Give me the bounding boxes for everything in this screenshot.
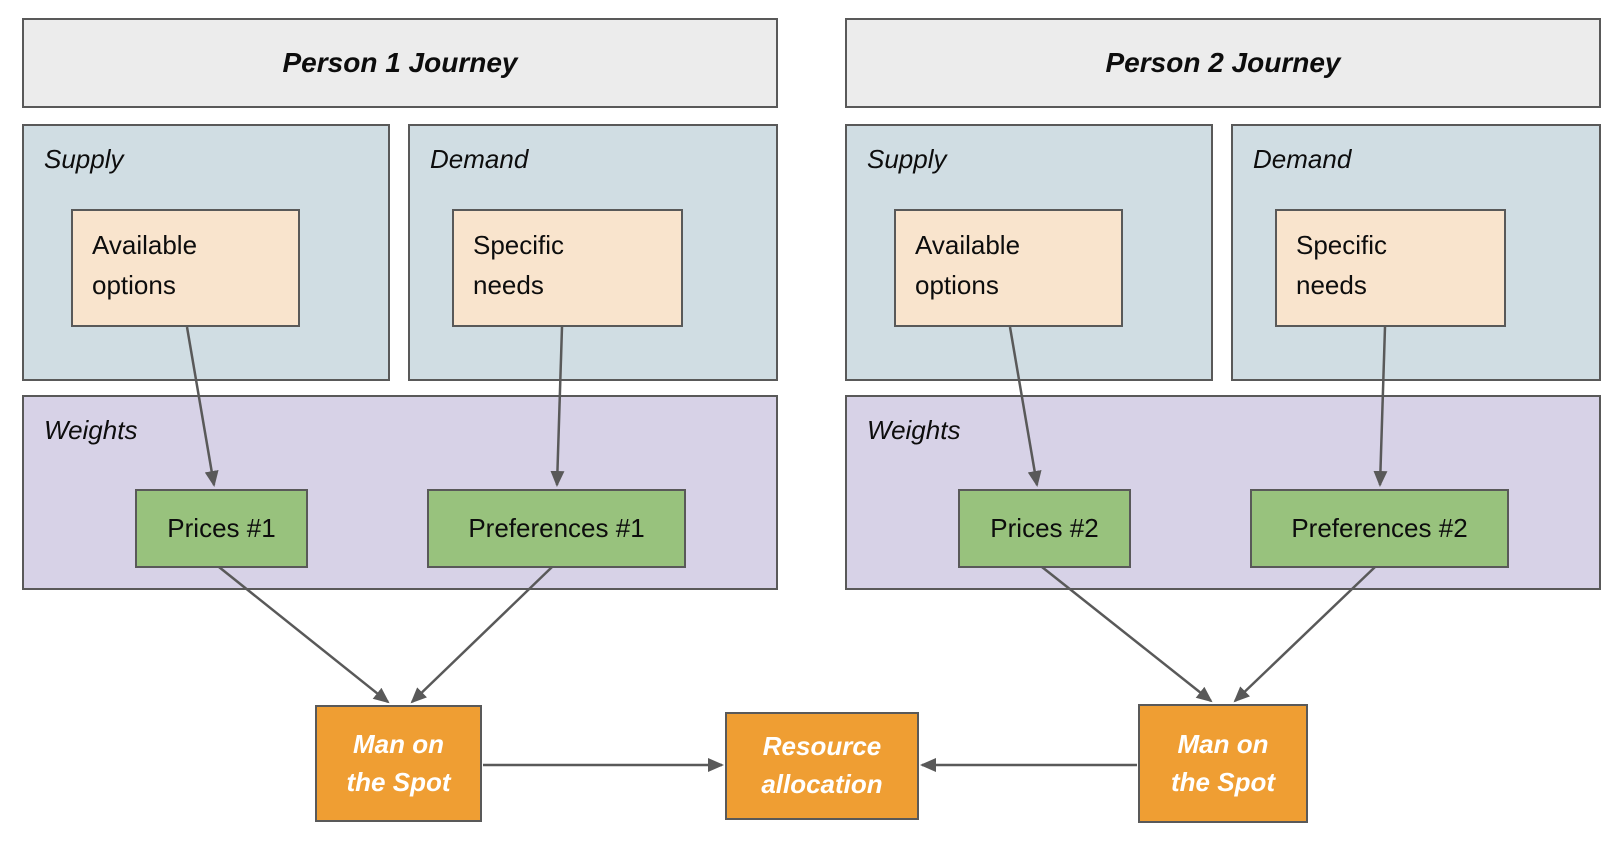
node-text-line: needs: [473, 270, 544, 301]
agent-text-line: the Spot: [346, 766, 451, 797]
preferences-node: Preferences #2: [1250, 489, 1509, 568]
resource-allocation-node: Resource allocation: [725, 712, 919, 820]
node-text-line: Available: [92, 230, 198, 260]
preferences-node: Preferences #1: [427, 489, 686, 568]
specific-needs-node: Specific needs: [1275, 209, 1506, 327]
node-text-line: Specific: [473, 230, 565, 260]
weights-label: Weights: [867, 415, 961, 445]
agent-text-line: Man on: [1177, 728, 1269, 759]
node-text-line: Specific: [1296, 230, 1388, 260]
journey-2-title: Person 2 Journey: [1105, 47, 1341, 78]
prices-node: Prices #1: [135, 489, 308, 568]
journey-1-title: Person 1 Journey: [282, 47, 518, 78]
node-text-line: needs: [1296, 270, 1367, 301]
node-text-line: Available: [915, 230, 1021, 260]
outcome-text-line: Resource: [762, 731, 882, 762]
journey-1-weights-region: Weights Prices #1 Preferences #1: [22, 395, 778, 590]
man-on-the-spot-node-1: Man on the Spot: [315, 705, 482, 822]
demand-label: Demand: [430, 144, 529, 174]
journey-2-demand-region: Demand Specific needs: [1231, 124, 1601, 381]
journey-group-2: Person 2 Journey Supply Available option…: [845, 0, 1601, 844]
journey-2-header: Person 2 Journey: [845, 18, 1601, 108]
prices-text: Prices #1: [167, 513, 276, 543]
agent-text-line: Man on: [353, 728, 444, 759]
preferences-text: Preferences #2: [1291, 513, 1468, 543]
journey-1-demand-region: Demand Specific needs: [408, 124, 778, 381]
prices-text: Prices #2: [990, 513, 1099, 543]
specific-needs-node: Specific needs: [452, 209, 683, 327]
supply-label: Supply: [44, 144, 124, 174]
agent-text-line: the Spot: [1171, 766, 1275, 797]
weights-label: Weights: [44, 415, 138, 445]
demand-label: Demand: [1253, 144, 1352, 174]
journey-2-weights-region: Weights Prices #2 Preferences #2: [845, 395, 1601, 590]
node-text-line: options: [915, 270, 999, 301]
supply-label: Supply: [867, 144, 947, 174]
man-on-the-spot-node-2: Man on the Spot: [1138, 704, 1308, 823]
node-text-line: options: [92, 270, 176, 301]
prices-node: Prices #2: [958, 489, 1131, 568]
outcome-text-line: allocation: [761, 769, 883, 799]
preferences-text: Preferences #1: [468, 513, 645, 543]
available-options-node: Available options: [71, 209, 300, 327]
journey-2-supply-region: Supply Available options: [845, 124, 1213, 381]
available-options-node: Available options: [894, 209, 1123, 327]
journey-1-header: Person 1 Journey: [22, 18, 778, 108]
journey-1-supply-region: Supply Available options: [22, 124, 390, 381]
